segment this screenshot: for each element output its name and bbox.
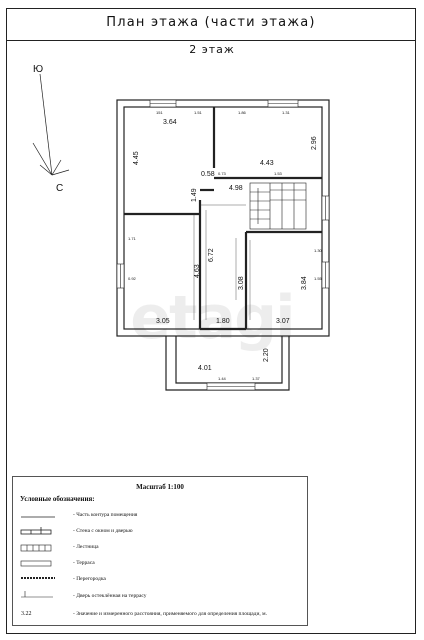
- terrace-width: 4.01: [198, 365, 212, 372]
- legend: Масштаб 1:100 Условные обозначения: - Ча…: [12, 476, 308, 626]
- stairs-legend-icon: [20, 544, 52, 552]
- tiny-label: 1.44: [218, 376, 227, 381]
- outer-walls: [116, 99, 330, 391]
- sheet-frame: [6, 8, 416, 634]
- terrace-icon: [20, 560, 52, 567]
- tiny-label: 1.86: [238, 110, 247, 115]
- hall-a: 1.49: [191, 188, 198, 202]
- tiny-label: 0.73: [218, 171, 227, 176]
- room-1-width: 3.64: [163, 119, 177, 126]
- hall-width: 6.72: [208, 248, 215, 262]
- left-height: 4.63: [194, 264, 201, 278]
- legend-item: - Значение и измеренного расстояния, при…: [73, 611, 268, 617]
- page-title: План этажа (части этажа): [106, 15, 316, 30]
- windows: [116, 99, 330, 391]
- tiny-label: 1.53: [274, 171, 283, 176]
- legend-item: - Перегородка: [73, 576, 106, 582]
- left-width: 3.05: [156, 318, 170, 325]
- terrace-height: 2.20: [263, 348, 270, 362]
- tiny-label: 1.55: [314, 276, 323, 281]
- room-2-height: 2.96: [311, 136, 318, 150]
- compass-north-label: Ю: [33, 64, 43, 75]
- right-mid: 3.08: [238, 276, 245, 290]
- partitions: [124, 107, 322, 331]
- legend-item: - Часть контура помещения: [73, 512, 138, 518]
- tiny-label: 0.92: [128, 276, 137, 281]
- tiny-label: 1.51: [194, 110, 203, 115]
- tiny-label: 1.30: [314, 248, 323, 253]
- legend-item: - Дверь остеклённая на террасу: [73, 593, 147, 599]
- dimension-lines: [193, 204, 251, 320]
- hall-bottom: 1.80: [216, 318, 230, 325]
- right-width: 3.07: [276, 318, 290, 325]
- tiny-label: 1.71: [128, 236, 137, 241]
- room-1-height: 4.45: [133, 151, 140, 165]
- glass-door-icon: [21, 591, 53, 598]
- right-height: 3.84: [301, 276, 308, 290]
- legend-item: - Лестница: [73, 544, 99, 550]
- floor-label: 2 этаж: [189, 43, 235, 56]
- compass-icon: [32, 73, 70, 176]
- stair-top: 4.98: [229, 185, 243, 192]
- legend-title: Масштаб 1:100: [136, 483, 184, 491]
- compass-south-label: С: [56, 183, 63, 194]
- tiny-label: 1.31: [282, 110, 291, 115]
- wall-window-door-icon: [20, 527, 52, 535]
- watermark: etagi: [130, 283, 295, 353]
- legend-sample-value: 3.22: [21, 611, 32, 617]
- room-2-width: 4.43: [260, 160, 274, 167]
- legend-symbols: [20, 516, 55, 598]
- legend-heading: Условные обозначения:: [20, 495, 95, 503]
- legend-item: - Стена с окном и дверью: [73, 528, 133, 534]
- stair-small: 0.58: [201, 171, 215, 178]
- staircase-icon: [249, 182, 307, 230]
- tiny-label: 1.37: [252, 376, 261, 381]
- legend-item: - Терраса: [73, 560, 95, 566]
- title-row: План этажа (части этажа): [6, 8, 416, 41]
- tiny-label: 151: [156, 110, 163, 115]
